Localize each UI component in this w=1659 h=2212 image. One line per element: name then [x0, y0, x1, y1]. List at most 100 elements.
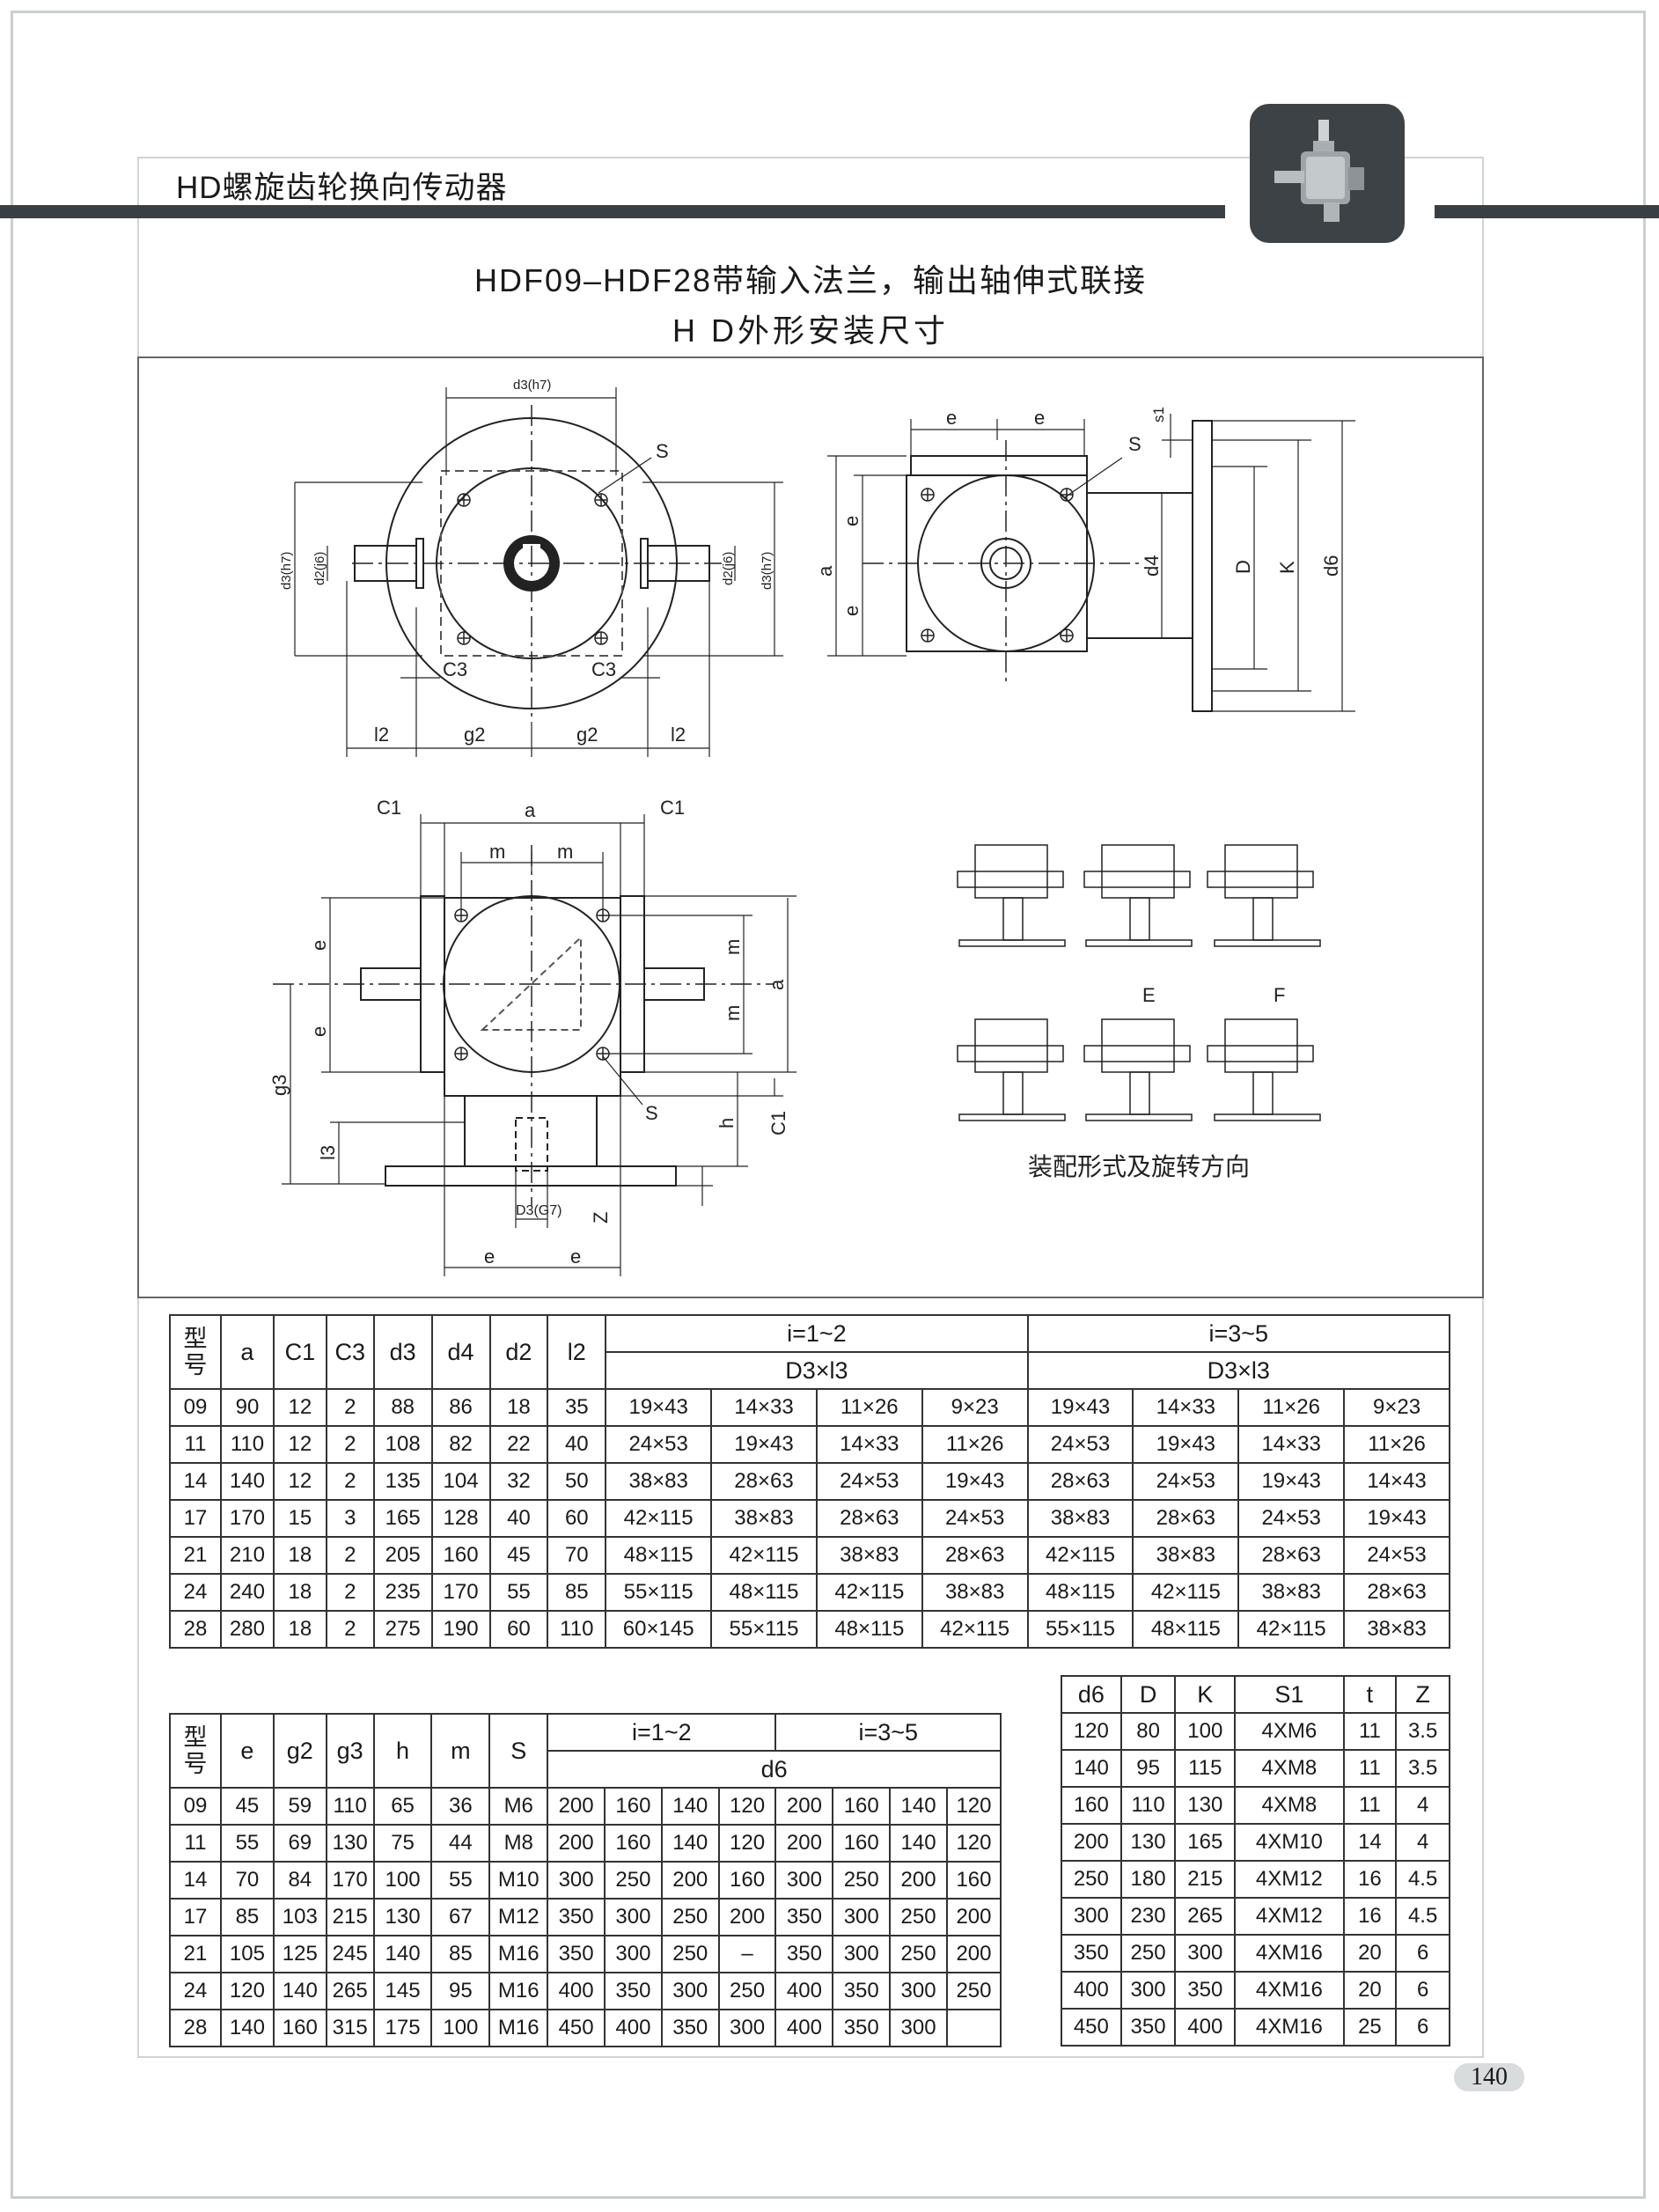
table2-header-g2: g2	[272, 1713, 327, 1789]
table-cell: M16	[488, 2009, 549, 2047]
table-cell: 170	[430, 1573, 491, 1612]
table-cell: 170	[219, 1499, 275, 1538]
table-cell: 250	[832, 1861, 892, 1900]
table-cell: 70	[219, 1861, 275, 1900]
table-cell: 200	[547, 1824, 606, 1863]
product-title-line2: H D外形安装尺寸	[672, 312, 949, 349]
table-cell: 21	[169, 1935, 222, 1973]
table-cell: 300	[717, 2009, 777, 2047]
table-cell: 110	[547, 1610, 607, 1649]
table-cell: 24×53	[921, 1499, 1029, 1538]
table-cell: 2	[325, 1388, 375, 1427]
table-cell: 120	[945, 1824, 1002, 1863]
table-cell: 09	[169, 1388, 222, 1427]
table-cell: 35	[547, 1388, 607, 1427]
front-view-drawing: C1 a C1 m m e e m m a g3 S h C1 l3 D3(G7…	[268, 797, 796, 1276]
table-cell: 120	[219, 1972, 275, 2010]
table-cell: 250	[889, 1898, 948, 1936]
table-cell: 20	[1342, 1934, 1398, 1973]
table-cell: 14×33	[815, 1425, 923, 1464]
table-cell: 11×26	[1237, 1388, 1346, 1427]
table-cell: 2	[325, 1573, 375, 1612]
table-cell: 350	[1061, 1934, 1122, 1973]
table-cell: 38×83	[1026, 1499, 1134, 1538]
table-cell: 88	[372, 1388, 433, 1427]
table1-header-d4: d4	[430, 1314, 491, 1390]
page-number: 140	[1454, 2063, 1524, 2091]
table-cell: 350	[547, 1898, 606, 1936]
table-cell: 200	[1061, 1823, 1122, 1862]
table-cell: 82	[430, 1425, 491, 1464]
table-cell: 24×53	[605, 1425, 713, 1464]
dim-D: D	[1232, 560, 1254, 574]
table-cell: 70	[547, 1536, 607, 1575]
table-cell: 450	[1061, 2008, 1122, 2047]
table-cell: M12	[488, 1898, 549, 1936]
dim-m-right: m	[557, 841, 573, 863]
table-cell: 160	[832, 1787, 892, 1826]
dim-m-left: m	[489, 841, 505, 863]
table-cell: 400	[547, 1972, 606, 2010]
gear-reducer-photo-icon	[1250, 104, 1405, 243]
table2-ratio-3-5: i=3~5	[774, 1713, 1002, 1752]
table-cell: 4XM12	[1234, 1860, 1345, 1899]
table-cell: 4	[1395, 1823, 1450, 1862]
table-cell: 48×115	[1132, 1610, 1240, 1649]
table-cell: 48×115	[710, 1573, 818, 1612]
table-cell: 14×33	[1132, 1388, 1240, 1427]
table-cell: 32	[488, 1462, 549, 1501]
table-cell: 24×53	[1237, 1499, 1346, 1538]
table-cell: 55	[488, 1573, 549, 1612]
dim-K: K	[1276, 561, 1298, 574]
table-cell: 350	[1174, 1971, 1237, 2010]
table-cell: 42×115	[1026, 1536, 1134, 1575]
table-cell: 12	[272, 1425, 327, 1464]
table-cell: 140	[889, 1787, 948, 1826]
table-cell: 350	[774, 1935, 834, 1973]
dim-e-top-left: e	[946, 407, 957, 429]
table-cell: 165	[372, 1499, 433, 1538]
table-cell: 250	[889, 1935, 948, 1973]
dim-c3-left: C3	[443, 658, 467, 680]
table-cell: 60	[488, 1610, 549, 1649]
table-cell: 175	[372, 2009, 433, 2047]
assembly-label-F: F	[1274, 984, 1285, 1006]
table-cell: 350	[1119, 2008, 1177, 2047]
table-cell: 105	[219, 1935, 275, 1973]
table-cell: 45	[488, 1536, 549, 1575]
table-cell: 110	[325, 1787, 375, 1826]
table-cell: 170	[325, 1861, 375, 1900]
table-cell: 104	[430, 1462, 491, 1501]
table-cell: 75	[372, 1824, 433, 1863]
table-cell: 18	[272, 1536, 327, 1575]
table-cell: 24	[169, 1573, 222, 1612]
table1-sub-header-1: D3×l3	[605, 1351, 1029, 1390]
dim-a-front-right: a	[766, 979, 788, 990]
table-cell: 55	[430, 1861, 491, 1900]
table-cell: 18	[272, 1610, 327, 1649]
dim-d3h7-right: d3(h7)	[760, 552, 774, 590]
table-cell: 19×43	[1026, 1388, 1134, 1427]
table-cell: 9×23	[1343, 1388, 1450, 1427]
dim-g2-left: g2	[464, 724, 485, 746]
dim-d2j6-left: d2(j6)	[312, 552, 327, 585]
table-cell: 180	[1119, 1860, 1177, 1899]
table-cell: 24×53	[1026, 1425, 1134, 1464]
table-cell: 38×83	[921, 1573, 1029, 1612]
table-cell: 28	[169, 2009, 222, 2047]
table-cell: 160	[604, 1824, 663, 1863]
table-cell: 55×115	[710, 1610, 818, 1649]
dim-e-side-up: e	[841, 516, 863, 526]
table-cell: 250	[1119, 1934, 1177, 1973]
table-cell: 19×43	[710, 1425, 818, 1464]
table-cell: 280	[219, 1610, 275, 1649]
table-cell: 84	[272, 1861, 327, 1900]
